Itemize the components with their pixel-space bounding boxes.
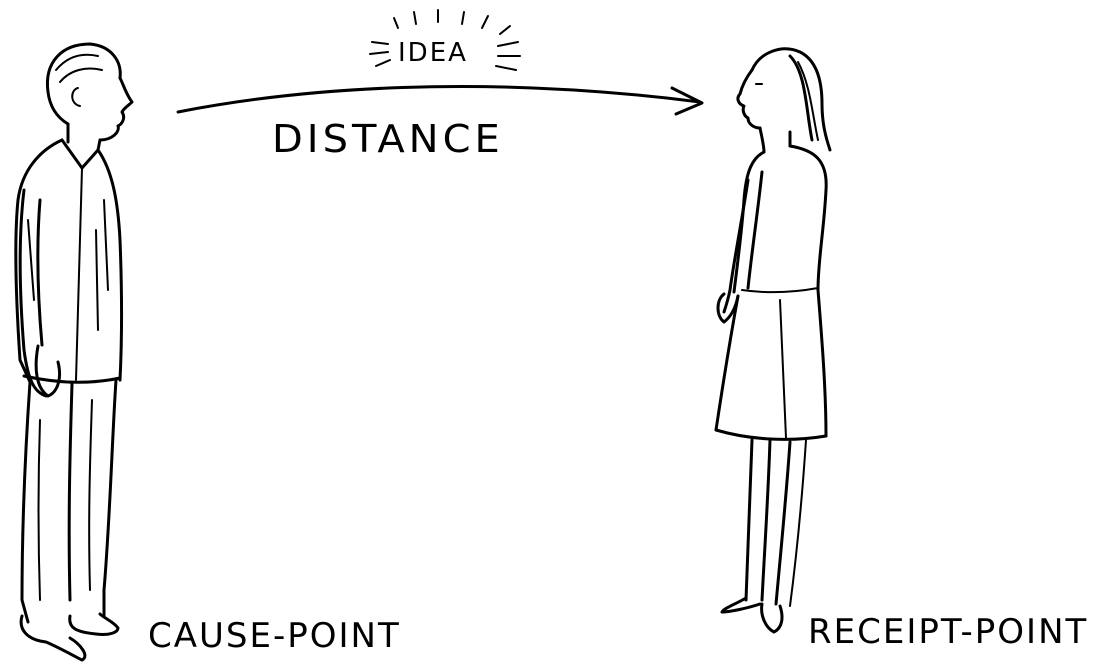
woman-figure: [716, 49, 830, 632]
man-figure: [16, 44, 132, 660]
receipt-point-label: RECEIPT-POINT: [808, 612, 1088, 652]
idea-arrow: [178, 87, 702, 114]
cause-point-label: CAUSE-POINT: [148, 616, 401, 656]
idea-label: IDEA: [398, 38, 468, 68]
distance-label: DISTANCE: [272, 118, 504, 162]
